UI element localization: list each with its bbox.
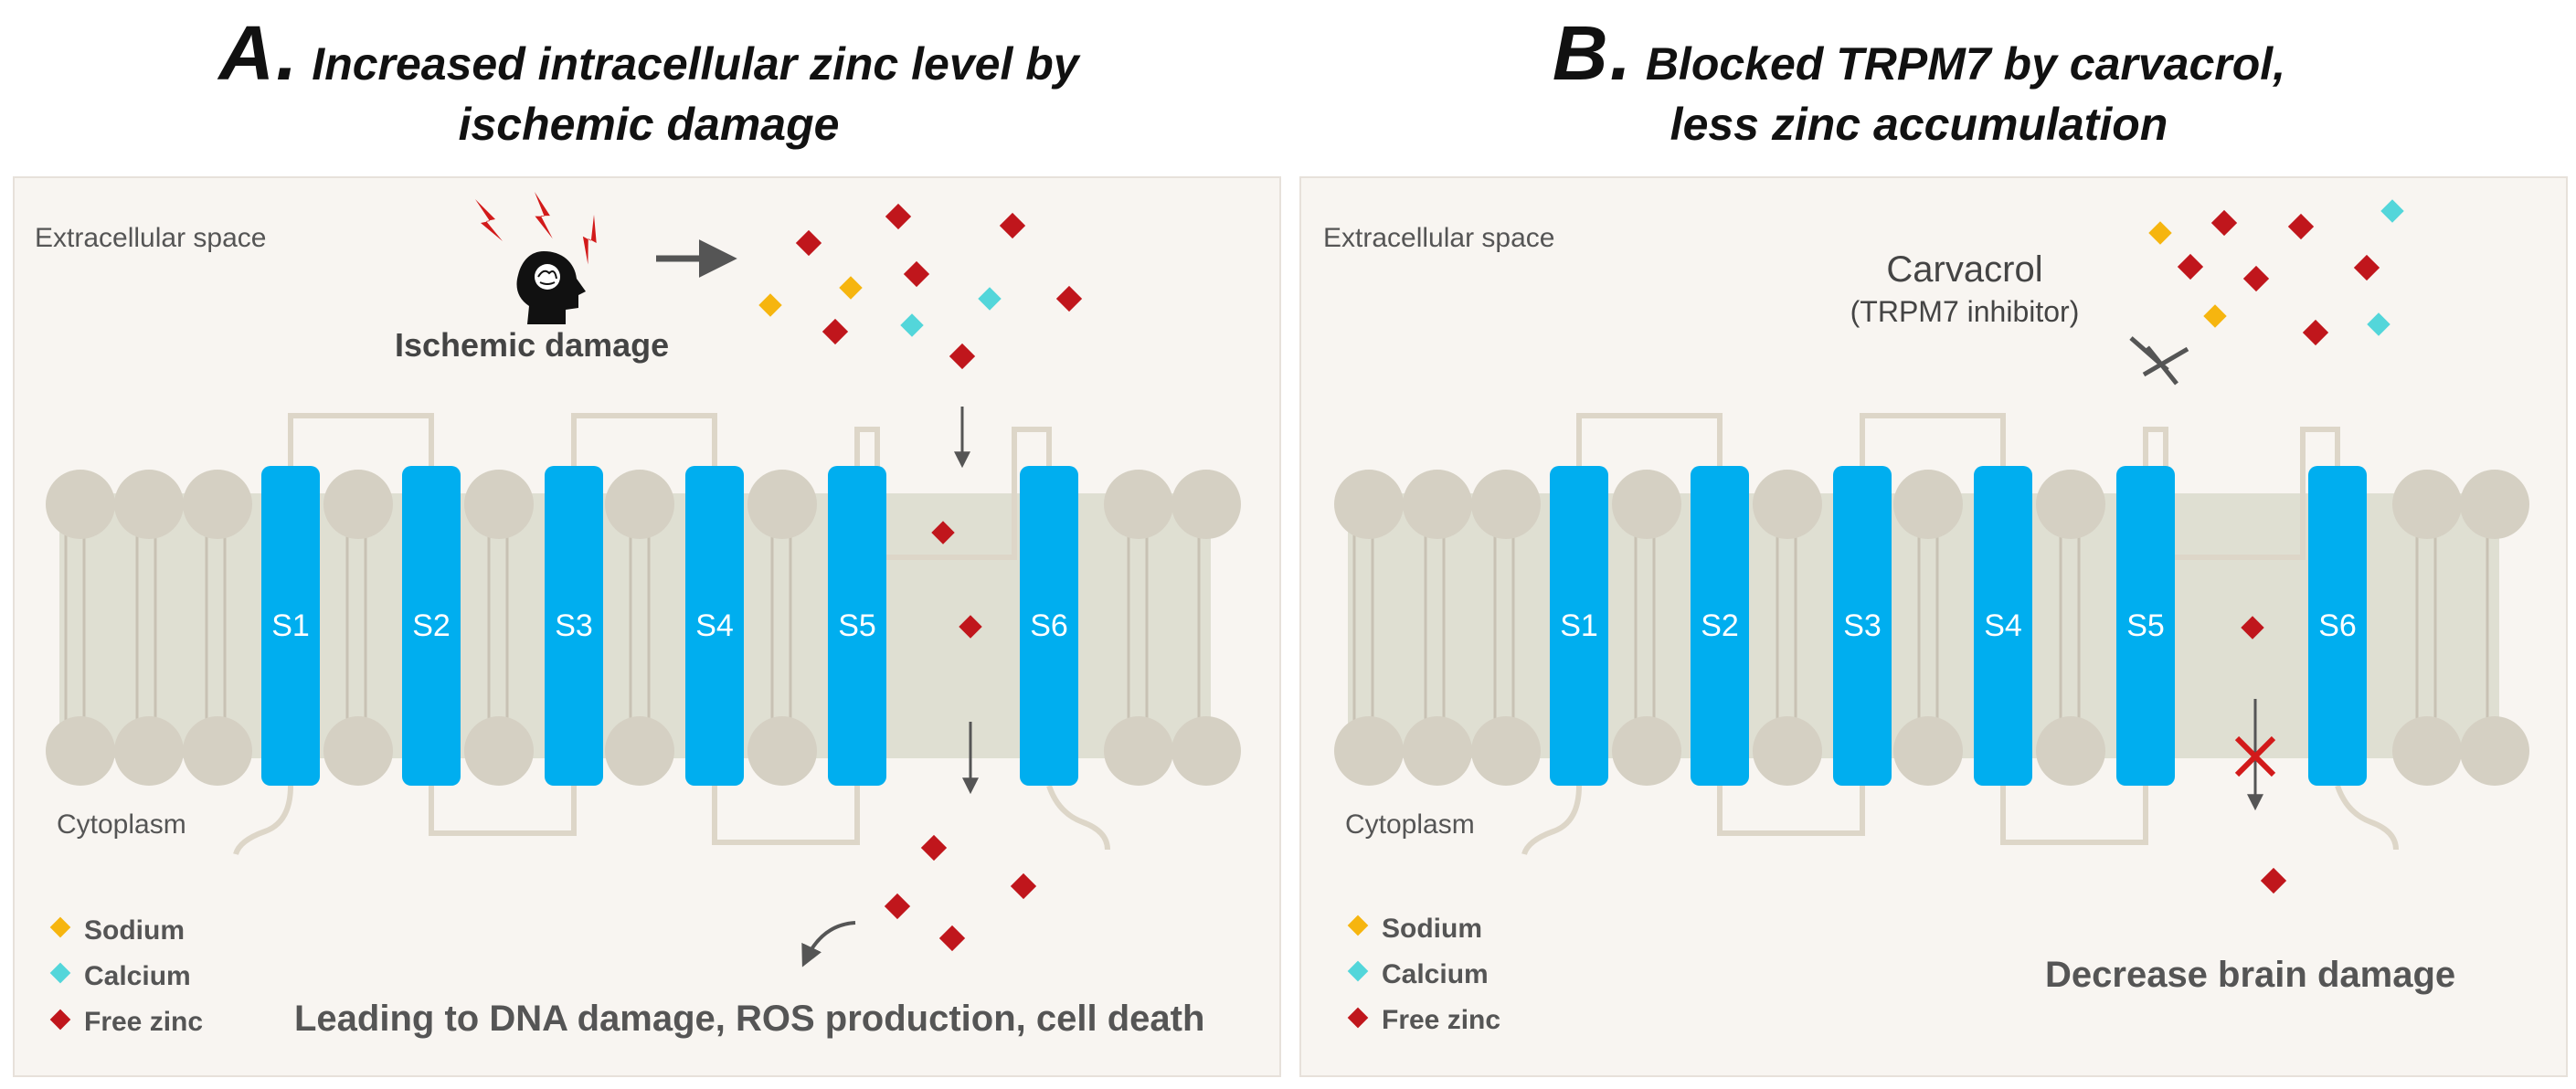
helix-s3: S3 <box>545 466 603 786</box>
panel-a-cytoplasm-label: Cytoplasm <box>57 809 186 840</box>
panel-a-lipid-heads-top <box>46 470 1241 539</box>
zinc-ion <box>2177 253 2204 280</box>
helix-s3-label: S3 <box>555 608 593 643</box>
helix-s5-label: S5 <box>838 608 876 643</box>
panel-a-extracellular-label: Extracellular space <box>35 223 266 253</box>
panel-b-title-line1: Blocked TRPM7 by carvacrol, <box>1645 38 2286 90</box>
helix-s1: S1 <box>1550 466 1608 786</box>
panel-b-legend: Sodium Calcium Free zinc <box>1347 914 1500 1035</box>
panel-b-caption: Decrease brain damage <box>2045 955 2455 995</box>
zinc-ion <box>2287 213 2315 240</box>
panel-b-cytoplasm-label: Cytoplasm <box>1345 809 1475 840</box>
panel-a-title-line2: ischemic damage <box>458 99 840 150</box>
helix-s2: S2 <box>402 466 461 786</box>
helix-s5: S5 <box>828 466 886 786</box>
zinc-ion <box>938 925 966 952</box>
legend-calcium-label: Calcium <box>1382 959 1489 989</box>
helix-s1-label: S1 <box>1560 608 1598 643</box>
helix-s5: S5 <box>2116 466 2175 786</box>
inhibition-symbol <box>2129 336 2189 386</box>
legend-sodium-label: Sodium <box>84 915 185 946</box>
helix-s2-label: S2 <box>412 608 451 643</box>
zinc-ion <box>822 318 849 345</box>
sodium-ion <box>2148 221 2172 245</box>
legend-zinc-label: Free zinc <box>1382 1005 1500 1035</box>
panel-a-curved-arrow <box>801 921 856 967</box>
ischemic-damage-label: Ischemic damage <box>395 326 669 364</box>
legend-calcium-label: Calcium <box>84 961 191 991</box>
carvacrol-label: Carvacrol <box>1886 249 2042 290</box>
panel-a-caption: Leading to DNA damage, ROS production, c… <box>294 999 1204 1039</box>
zinc-ion <box>2242 265 2270 292</box>
helix-s6-label: S6 <box>1030 608 1068 643</box>
panel-a-diagram: Extracellular space Cytoplasm Ischemic d… <box>35 192 1241 1039</box>
legend-zinc-label: Free zinc <box>84 1007 203 1037</box>
panel-b-letter: B. <box>1552 10 1633 96</box>
panel-a-loops <box>233 413 1110 856</box>
helix-s3-label: S3 <box>1843 608 1882 643</box>
panel-a-letter: A. <box>218 10 300 96</box>
zinc-ion <box>885 203 912 230</box>
sodium-ion <box>758 293 782 317</box>
zinc-ion <box>2302 319 2329 346</box>
panel-a-title-line1: Increased intracellular zinc level by <box>312 38 1079 90</box>
calcium-ion <box>900 313 924 337</box>
helix-s5-label: S5 <box>2126 608 2165 643</box>
helix-s6: S6 <box>1020 466 1078 786</box>
zinc-ion <box>1010 872 1037 900</box>
helix-s6: S6 <box>2308 466 2367 786</box>
helix-s1-label: S1 <box>271 608 310 643</box>
panel-a-legend: Sodium Calcium Free zinc <box>49 915 203 1037</box>
calcium-ion <box>2380 199 2404 223</box>
panel-b-title-line2: less zinc accumulation <box>1670 99 2168 150</box>
zinc-ion <box>903 260 930 288</box>
zinc-ion <box>949 343 976 370</box>
inhibitor-label: (TRPM7 inhibitor) <box>1850 295 2080 328</box>
panel-a-helices: S1 S2 S3 S4 S5 S6 <box>261 466 1078 786</box>
sodium-ion <box>839 276 863 300</box>
head-brain-icon <box>516 251 586 324</box>
helix-s2-label: S2 <box>1701 608 1739 643</box>
calcium-ion <box>2367 312 2390 336</box>
panel-b-lipid-heads-top <box>1334 470 2529 539</box>
panel-b-helices: S1 S2 S3 S4 S5 S6 <box>1550 466 2367 786</box>
helix-s6-label: S6 <box>2318 608 2357 643</box>
zinc-ion <box>2210 209 2238 237</box>
helix-s4: S4 <box>1974 466 2032 786</box>
sodium-ion <box>2203 304 2227 328</box>
zinc-ion <box>2260 867 2287 894</box>
panel-a-lipid-heads-bottom <box>46 716 1241 786</box>
legend-sodium-label: Sodium <box>1382 914 1482 944</box>
panel-b-lipid-tails <box>1352 521 2489 731</box>
panel-b-title: B. Blocked TRPM7 by carvacrol, less zinc… <box>1407 15 2431 154</box>
zinc-ion <box>999 212 1026 239</box>
panel-b-extracellular-label: Extracellular space <box>1323 223 1554 253</box>
helix-s4-label: S4 <box>1984 608 2022 643</box>
zinc-ion <box>795 229 822 257</box>
helix-s3: S3 <box>1833 466 1892 786</box>
helix-s4: S4 <box>685 466 744 786</box>
cross-mark-icon <box>2234 735 2276 777</box>
panel-a-title: A. Increased intracellular zinc level by… <box>110 15 1188 154</box>
calcium-ion <box>978 287 1002 311</box>
zinc-ion <box>2353 254 2380 281</box>
zinc-ion <box>920 834 948 862</box>
helix-s1: S1 <box>261 466 320 786</box>
zinc-ion <box>884 893 911 920</box>
panel-b-loops <box>1521 413 2399 856</box>
panel-a-lipid-tails <box>64 521 1201 731</box>
panel-b-lipid-heads-bottom <box>1334 716 2529 786</box>
panel-b-diagram: Extracellular space Cytoplasm Carvacrol … <box>1323 199 2529 1035</box>
helix-s4-label: S4 <box>695 608 734 643</box>
helix-s2: S2 <box>1691 466 1749 786</box>
zinc-ion <box>1055 285 1083 312</box>
